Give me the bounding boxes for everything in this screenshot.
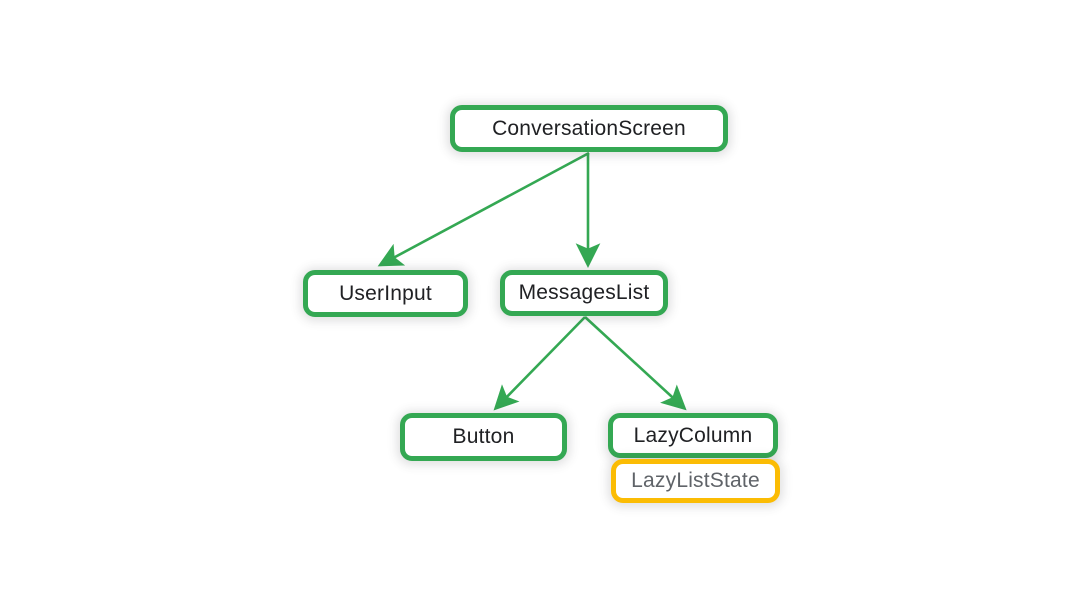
node-lazy-list-state: LazyListState [611, 459, 780, 503]
node-user-input: UserInput [303, 270, 468, 317]
node-messages-list: MessagesList [500, 270, 668, 316]
node-lazy-column: LazyColumn [608, 413, 778, 458]
node-button: Button [400, 413, 567, 461]
edge-conversationscreen-userinput [377, 151, 590, 267]
edge-messageslist-lazycolumn [584, 316, 687, 411]
edge-messageslist-button [493, 316, 586, 411]
node-conversation-screen: ConversationScreen [450, 105, 728, 152]
